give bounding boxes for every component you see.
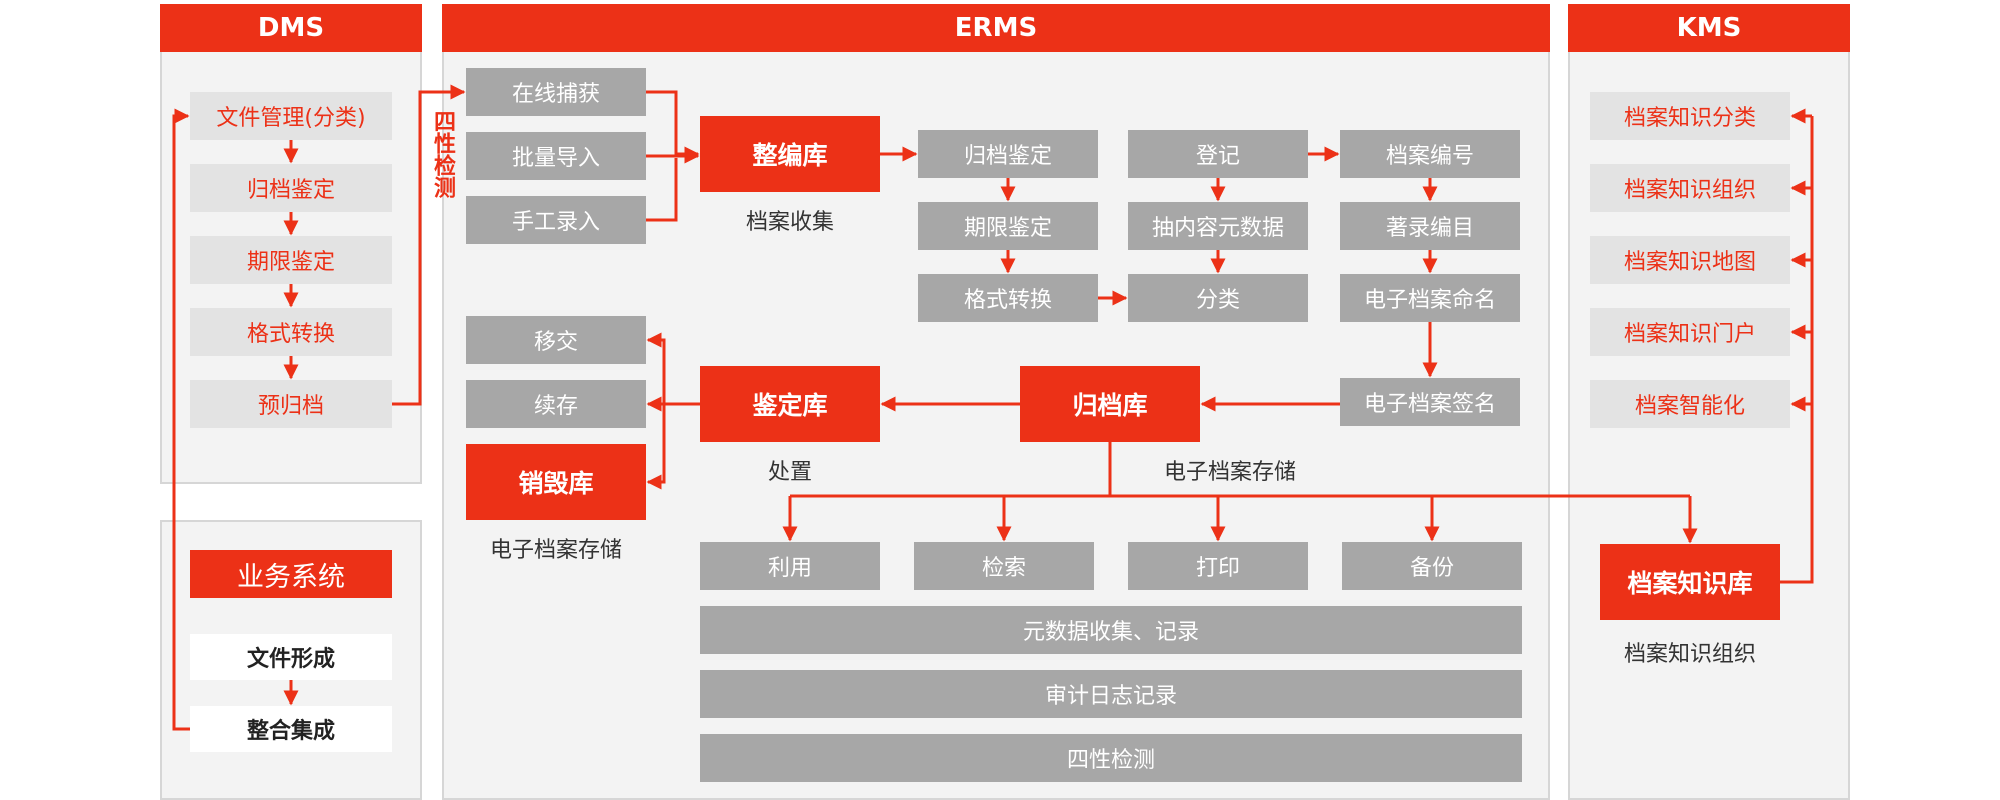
kms-header: KMS (1568, 4, 1850, 52)
bar-audit-log: 审计日志记录 (700, 670, 1522, 718)
arrow-input-manual (646, 158, 678, 222)
archive-number: 档案编号 (1340, 130, 1520, 178)
kms-library: 档案知识库 (1600, 544, 1780, 620)
appraisal-archive: 归档鉴定 (918, 130, 1098, 178)
register: 登记 (1128, 130, 1308, 178)
appraise-library: 鉴定库 (700, 366, 880, 442)
usage-backup: 备份 (1342, 542, 1522, 590)
destroy-library: 销毁库 (466, 444, 646, 520)
archive-library: 归档库 (1020, 366, 1200, 442)
arrow-business-to-dms (172, 108, 190, 731)
appraisal-format: 格式转换 (918, 274, 1098, 322)
bar-four-checks: 四性检测 (700, 734, 1522, 782)
arrow-pre-archive-to-erms (392, 84, 466, 406)
compile-library: 整编库 (700, 116, 880, 192)
destroy-caption: 电子档案存储 (489, 538, 622, 563)
kms-feed-line (1780, 116, 1814, 584)
arrow-input-online (646, 90, 700, 162)
classify: 分类 (1128, 274, 1308, 322)
input-batch-import: 批量导入 (466, 132, 646, 180)
dms-step-classify: 文件管理(分类) (190, 92, 392, 140)
dms-header: DMS (160, 4, 422, 52)
kms-intelligence: 档案智能化 (1590, 380, 1790, 428)
bar-metadata: 元数据收集、记录 (700, 606, 1522, 654)
compile-caption: 档案收集 (745, 210, 834, 235)
usage-print: 打印 (1128, 542, 1308, 590)
arrow-appraise-to-destroy (646, 404, 666, 490)
e-archive-naming: 电子档案命名 (1340, 274, 1520, 322)
catalog: 著录编目 (1340, 202, 1520, 250)
dispose-retain: 续存 (466, 380, 646, 428)
dms-step-archive-appraisal: 归档鉴定 (190, 164, 392, 212)
input-online-capture: 在线捕获 (466, 68, 646, 116)
usage-search: 检索 (914, 542, 1094, 590)
kms-caption: 档案知识组织 (1623, 642, 1756, 667)
arrow-appraise-to-transfer (646, 332, 666, 404)
dispose-transfer: 移交 (466, 316, 646, 364)
extract-metadata: 抽内容元数据 (1128, 202, 1308, 250)
dms-step-term-appraisal: 期限鉴定 (190, 236, 392, 284)
dms-step-pre-archive: 预归档 (190, 380, 392, 428)
archive-caption: 电子档案存储 (1163, 460, 1296, 485)
business-system-title: 业务系统 (190, 550, 392, 598)
kms-map: 档案知识地图 (1590, 236, 1790, 284)
input-manual-entry: 手工录入 (466, 196, 646, 244)
business-step-integrate: 整合集成 (190, 706, 392, 752)
kms-organize: 档案知识组织 (1590, 164, 1790, 212)
dms-step-format-convert: 格式转换 (190, 308, 392, 356)
business-step-form: 文件形成 (190, 634, 392, 680)
e-archive-signature: 电子档案签名 (1340, 378, 1520, 426)
kms-portal: 档案知识门户 (1590, 308, 1790, 356)
usage-use: 利用 (700, 542, 880, 590)
appraise-caption: 处置 (767, 460, 812, 485)
erms-header: ERMS (442, 4, 1550, 52)
kms-classify: 档案知识分类 (1590, 92, 1790, 140)
appraisal-term: 期限鉴定 (918, 202, 1098, 250)
four-checks-label: 四性检测 (430, 110, 455, 198)
